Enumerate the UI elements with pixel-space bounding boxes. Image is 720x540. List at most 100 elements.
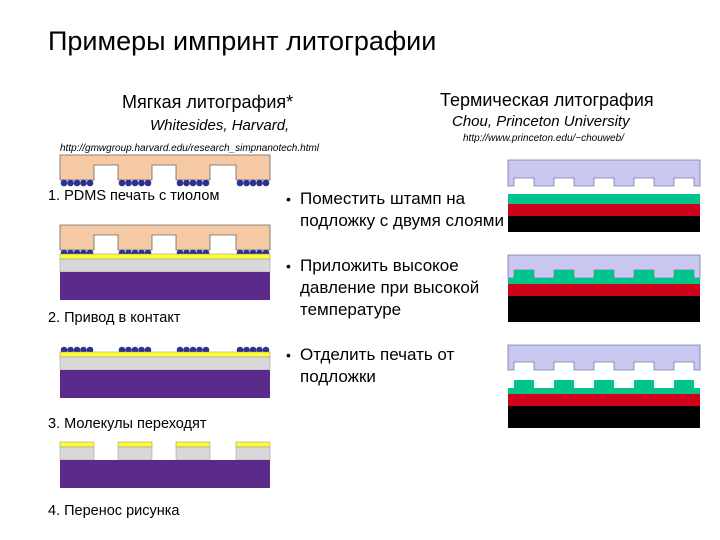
red-layer <box>508 204 700 216</box>
red-layer <box>508 284 700 296</box>
thiol-molecule <box>131 346 139 354</box>
thiol-molecule <box>125 346 132 354</box>
gold-pattern <box>117 441 153 448</box>
resist-filling <box>674 270 694 278</box>
substrate-base <box>508 406 700 428</box>
bullet-line: Поместить штамп на <box>300 189 466 208</box>
thiol-molecule <box>80 346 87 354</box>
red-layer <box>508 394 700 406</box>
thiol-molecule <box>67 346 74 354</box>
thiol-molecule <box>196 179 203 187</box>
pdms-stamp-step2 <box>59 224 271 251</box>
thiol-molecule <box>138 179 145 187</box>
soft-step-4-label: 4. Перенос рисунка <box>48 503 180 519</box>
thiol-molecule <box>144 346 152 354</box>
gold-pattern <box>235 441 271 448</box>
bullet-line: температуре <box>300 300 402 319</box>
thermal-bullet-3: • Отделить печать от подложки <box>286 344 505 388</box>
thiol-molecule <box>189 346 197 354</box>
bullet-line: Отделить печать от <box>300 345 455 364</box>
resist-filling <box>594 270 614 278</box>
resist-layer <box>508 278 700 284</box>
thiol-molecule <box>125 179 132 187</box>
soft-step-3-label: 3. Молекулы переходят <box>48 416 207 432</box>
bullet-line: подложку с двумя слоями <box>300 211 504 230</box>
thiol-molecule <box>262 346 270 354</box>
gold-layer <box>59 351 271 358</box>
thiol-molecule <box>189 179 197 187</box>
bullet-line: давление при высокой <box>300 278 480 297</box>
thiol-molecule <box>176 179 184 187</box>
thiol-molecule <box>73 179 81 187</box>
thiol-molecule <box>80 179 87 187</box>
soft-step-2-label: 2. Привод в контакт <box>48 310 181 326</box>
gold-pattern <box>175 441 211 448</box>
thermal-lithography-url[interactable]: http://www.princeton.edu/~chouweb/ <box>463 133 624 144</box>
thiol-molecule <box>60 346 68 354</box>
thiol-molecule <box>67 179 74 187</box>
gold-pattern <box>59 441 95 448</box>
thiol-molecule <box>202 346 210 354</box>
substrate-base <box>508 216 700 232</box>
thiol-molecule <box>243 179 250 187</box>
adhesion-layer <box>59 356 271 371</box>
thiol-molecule <box>183 346 190 354</box>
page-title: Примеры импринт литографии <box>48 26 437 56</box>
thiol-molecule <box>138 346 145 354</box>
adhesion-pattern <box>235 446 271 461</box>
resist-residual <box>508 388 700 394</box>
thiol-molecule <box>73 346 81 354</box>
thiol-molecule <box>236 346 244 354</box>
imprint-stamp-3 <box>507 344 701 371</box>
thiol-molecule <box>202 179 210 187</box>
thiol-molecule <box>262 179 270 187</box>
resist-filling <box>554 270 574 278</box>
thiol-molecule <box>183 179 190 187</box>
resist-pattern <box>554 380 574 388</box>
adhesion-layer <box>59 258 271 273</box>
thermal-lithography-authors: Chou, Princeton University <box>452 113 630 130</box>
resist-pattern <box>674 380 694 388</box>
thiol-molecule <box>176 346 184 354</box>
resist-pattern <box>634 380 654 388</box>
thiol-molecule <box>144 179 152 187</box>
thiol-molecule <box>236 179 244 187</box>
resist-pattern <box>514 380 534 388</box>
thiol-molecule <box>256 179 263 187</box>
thiol-molecule <box>243 346 250 354</box>
adhesion-pattern <box>117 446 153 461</box>
bullet-dot-icon: • <box>286 347 291 363</box>
adhesion-pattern <box>59 446 95 461</box>
adhesion-pattern <box>175 446 211 461</box>
resist-pattern <box>594 380 614 388</box>
thiol-molecule <box>86 179 94 187</box>
gold-layer <box>59 253 271 260</box>
bullet-dot-icon: • <box>286 191 291 207</box>
thiol-molecule <box>60 179 68 187</box>
thermal-lithography-heading: Термическая литография <box>440 90 654 110</box>
resist-filling <box>634 270 654 278</box>
substrate <box>60 370 270 398</box>
thermal-bullet-1: • Поместить штамп на подложку с двумя сл… <box>286 188 515 232</box>
bullet-line: подложки <box>300 367 376 386</box>
substrate <box>60 272 270 300</box>
pdms-stamp-step1 <box>59 154 271 181</box>
soft-lithography-heading: Мягкая литография* <box>122 92 294 112</box>
thiol-molecule <box>196 346 203 354</box>
soft-lithography-url[interactable]: http://gmwgroup.harvard.edu/research_sim… <box>60 143 320 154</box>
thiol-molecule <box>86 346 94 354</box>
thiol-molecule <box>249 346 257 354</box>
resist-layer <box>508 194 700 204</box>
thiol-molecule <box>131 179 139 187</box>
thiol-molecule <box>118 179 126 187</box>
imprint-stamp-1 <box>507 159 701 187</box>
bullet-line: Приложить высокое <box>300 256 459 275</box>
substrate-base <box>508 296 700 322</box>
substrate-step4 <box>60 460 270 488</box>
thiol-molecule <box>249 179 257 187</box>
thermal-bullet-2: • Приложить высокое давление при высокой… <box>286 255 505 321</box>
soft-lithography-authors: Whitesides, Harvard, <box>150 117 290 134</box>
soft-step-1-label: 1. PDMS печать с тиолом <box>48 188 220 204</box>
thiol-molecule <box>256 346 263 354</box>
